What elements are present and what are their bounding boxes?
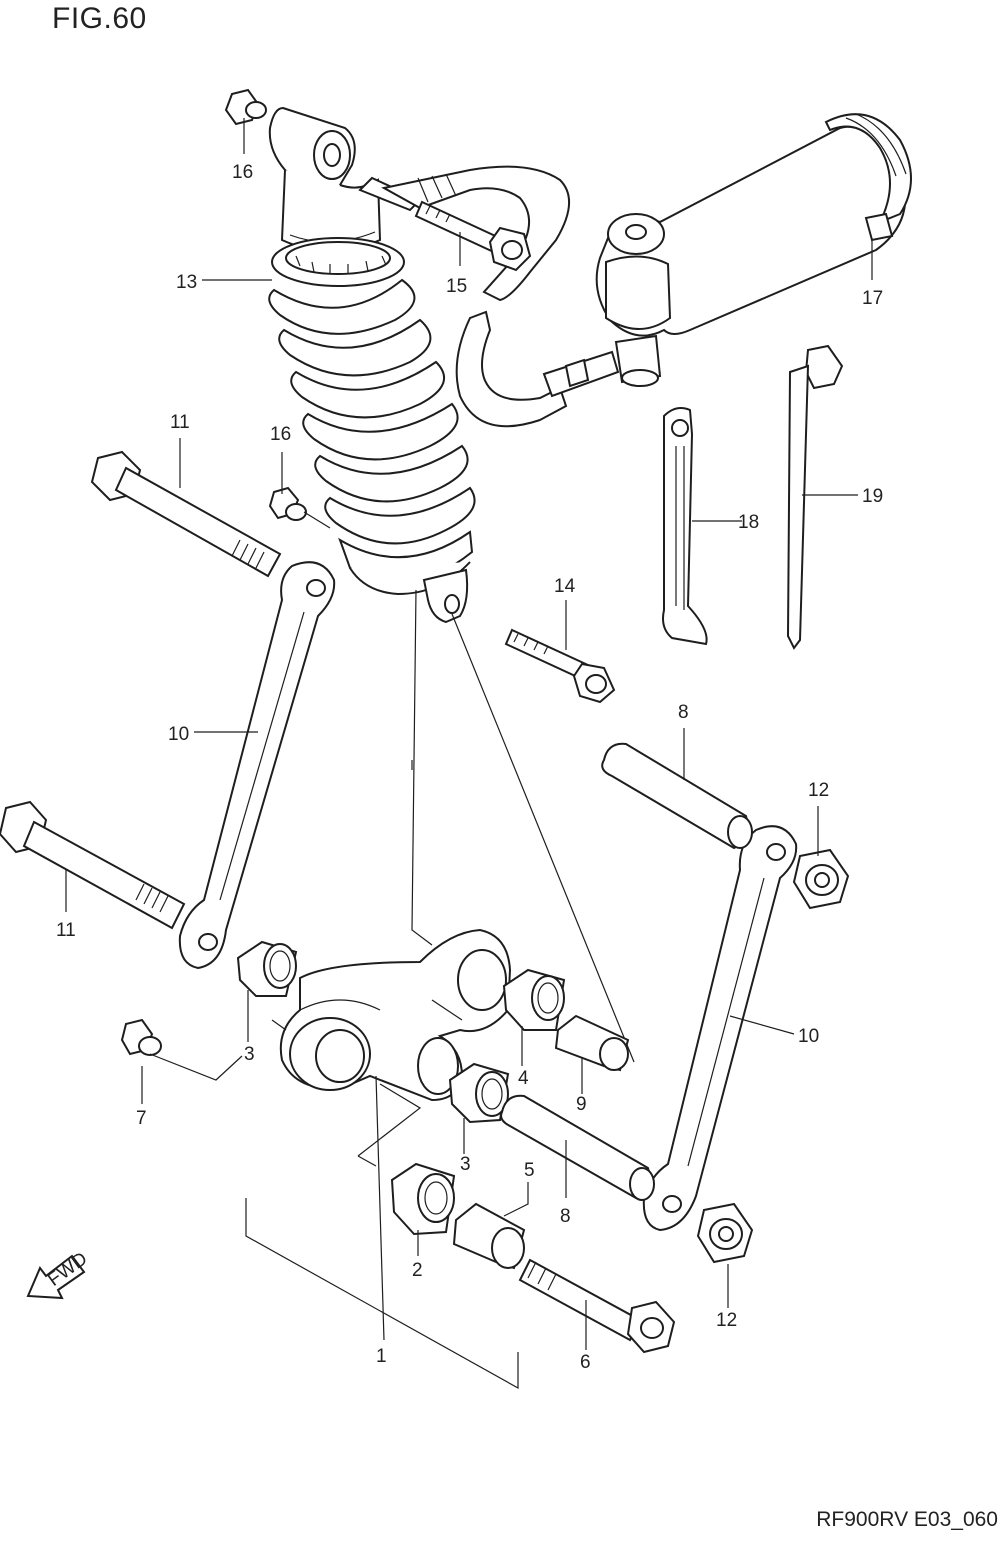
callout-12-lower: 12 bbox=[716, 1310, 737, 1331]
spacer-5 bbox=[452, 1202, 526, 1270]
cushion-rod-right bbox=[642, 825, 798, 1232]
callout-3-center: 3 bbox=[460, 1154, 471, 1175]
callout-5: 5 bbox=[524, 1160, 535, 1181]
shaft-8-lower bbox=[500, 1094, 655, 1201]
callout-13: 13 bbox=[176, 272, 197, 293]
cushion-rod-left bbox=[178, 561, 336, 970]
assembly-bracket bbox=[245, 1019, 519, 1390]
callout-10-right: 10 bbox=[798, 1026, 819, 1047]
cushion-lever bbox=[279, 928, 512, 1102]
callout-labels: 1 2 3 3 4 5 6 7 8 8 9 10 10 11 11 12 12 … bbox=[56, 162, 883, 1373]
callout-14: 14 bbox=[554, 576, 576, 597]
callout-15: 15 bbox=[446, 276, 467, 297]
callout-3-left: 3 bbox=[244, 1044, 255, 1065]
callout-7: 7 bbox=[136, 1108, 147, 1129]
callout-10-left: 10 bbox=[168, 724, 189, 745]
nut-12-upper bbox=[792, 848, 850, 910]
bearing-2 bbox=[390, 1162, 456, 1236]
bolt-15 bbox=[414, 200, 532, 272]
nut-16-lower bbox=[268, 486, 331, 529]
bolt-11-upper bbox=[90, 450, 282, 578]
callout-19: 19 bbox=[862, 486, 883, 507]
callout-11-lower: 11 bbox=[56, 920, 76, 941]
callout-9: 9 bbox=[576, 1094, 587, 1115]
callout-11-upper: 11 bbox=[170, 412, 190, 433]
drawing-code: RF900RV E03_060 bbox=[816, 1508, 998, 1531]
nut-7 bbox=[120, 1018, 162, 1056]
callout-4: 4 bbox=[518, 1068, 529, 1089]
bolt-11-lower bbox=[0, 800, 186, 930]
callout-6: 6 bbox=[580, 1352, 591, 1373]
callout-8-upper: 8 bbox=[678, 702, 689, 723]
bolt-6 bbox=[518, 1258, 676, 1354]
callout-16-lower: 16 bbox=[270, 424, 291, 445]
bearing-4 bbox=[502, 968, 566, 1031]
strap-19 bbox=[786, 344, 844, 650]
callout-2: 2 bbox=[412, 1260, 423, 1281]
callout-1: 1 bbox=[376, 1346, 387, 1367]
shock-reservoir bbox=[595, 113, 912, 387]
callout-18: 18 bbox=[738, 512, 759, 533]
bearing-3-left bbox=[236, 940, 298, 997]
nut-16-upper bbox=[224, 88, 267, 126]
leader-lines bbox=[65, 118, 873, 1350]
figure-label: FIG.60 bbox=[52, 2, 147, 35]
fwd-arrow-icon: FWD bbox=[26, 1248, 91, 1300]
reservoir-hose bbox=[381, 165, 620, 428]
nut-12-lower bbox=[696, 1202, 754, 1264]
callout-12-upper: 12 bbox=[808, 780, 829, 801]
bearing-3-center bbox=[448, 1062, 510, 1124]
strap-18 bbox=[662, 407, 708, 646]
callout-16-upper: 16 bbox=[232, 162, 253, 183]
rear-shock-absorber bbox=[268, 106, 635, 1063]
callout-8-lower: 8 bbox=[560, 1206, 571, 1227]
bolt-14 bbox=[504, 628, 616, 704]
spacer-9 bbox=[554, 1014, 630, 1072]
callout-17: 17 bbox=[862, 288, 883, 309]
shaft-8-upper bbox=[601, 742, 753, 850]
